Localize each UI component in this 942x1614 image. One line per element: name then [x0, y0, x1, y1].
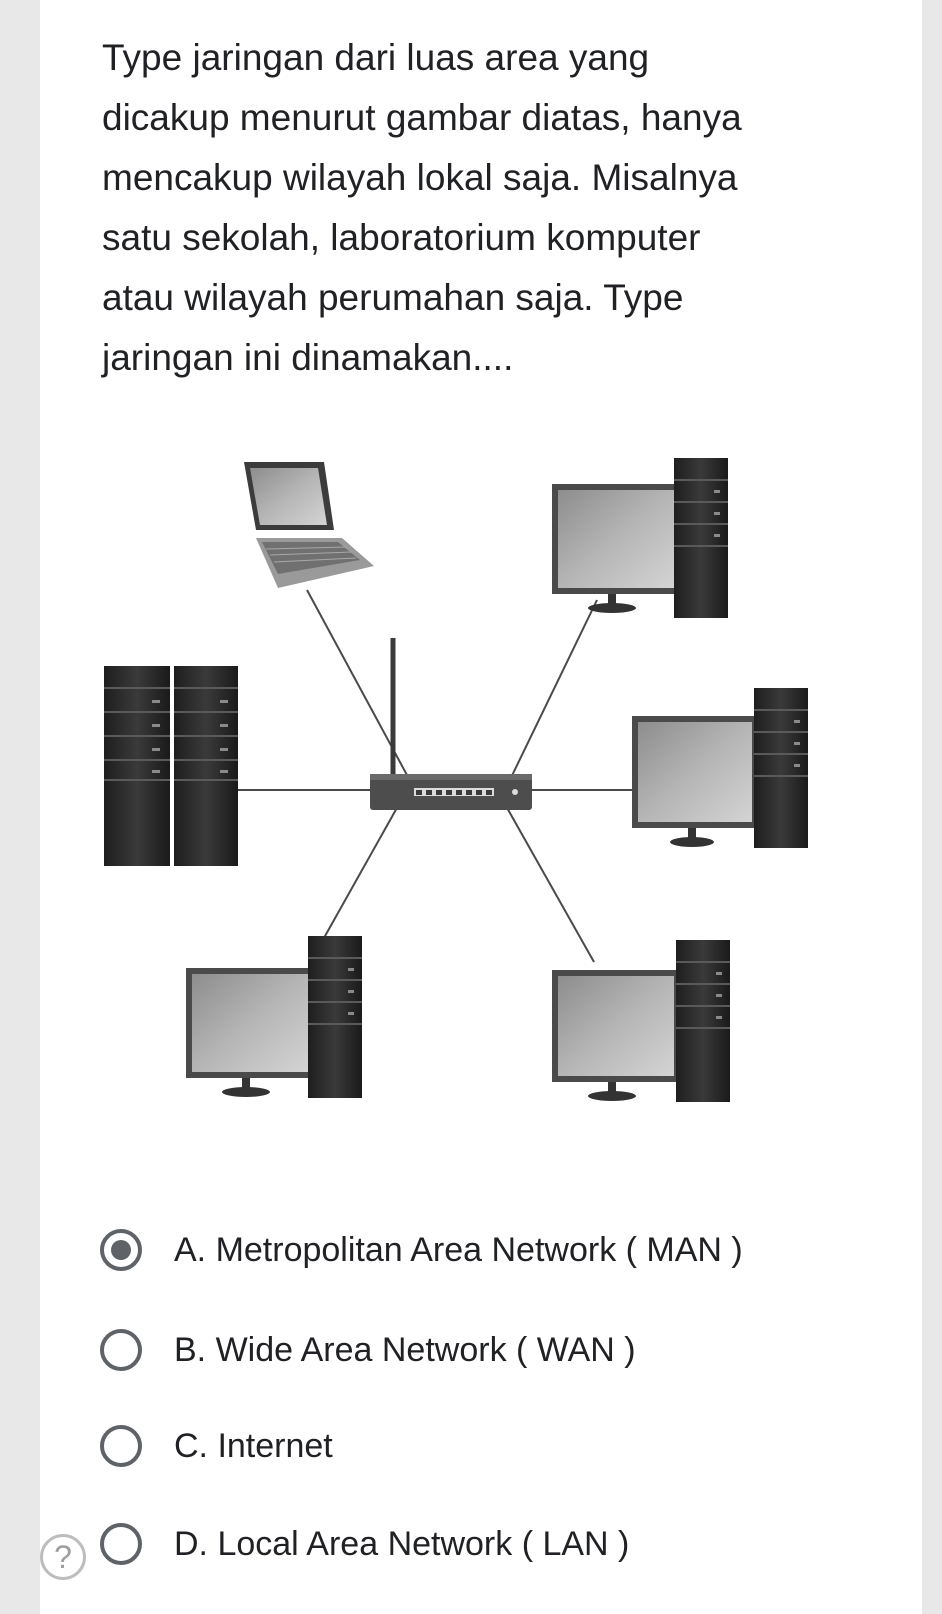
desktop-computer-icon — [552, 458, 728, 618]
option-label: B. Wide Area Network ( WAN ) — [174, 1330, 636, 1369]
question-text: Type jaringan dari luas area yang dicaku… — [102, 37, 742, 378]
radio-unchecked-icon[interactable] — [100, 1329, 142, 1371]
network-diagram-icon — [102, 450, 864, 1212]
option-a[interactable]: A. Metropolitan Area Network ( MAN ) — [100, 1220, 743, 1280]
question-mark-icon[interactable]: ? — [40, 1534, 86, 1580]
option-c[interactable]: C. Internet — [100, 1416, 333, 1476]
desktop-computer-icon — [632, 688, 808, 848]
radio-checked-icon[interactable] — [100, 1229, 142, 1271]
laptop-icon — [244, 462, 374, 588]
radio-unchecked-icon[interactable] — [100, 1425, 142, 1467]
option-label: C. Internet — [174, 1426, 333, 1465]
desktop-computer-icon — [552, 940, 730, 1102]
desktop-computer-icon — [186, 936, 362, 1098]
router-icon — [370, 638, 532, 810]
radio-unchecked-icon[interactable] — [100, 1523, 142, 1565]
option-d[interactable]: D. Local Area Network ( LAN ) — [100, 1514, 629, 1574]
option-label: D. Local Area Network ( LAN ) — [174, 1524, 630, 1563]
option-label: A. Metropolitan Area Network ( MAN ) — [174, 1230, 743, 1269]
option-b[interactable]: B. Wide Area Network ( WAN ) — [100, 1320, 636, 1380]
server-rack-icon — [104, 666, 238, 866]
